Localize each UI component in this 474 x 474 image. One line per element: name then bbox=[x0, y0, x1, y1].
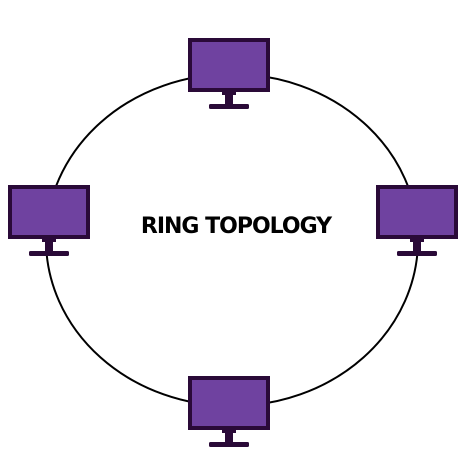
monitor-screen bbox=[192, 380, 266, 426]
ring-connection bbox=[45, 73, 419, 407]
monitor-stand-joint bbox=[42, 239, 56, 242]
network-nodes bbox=[8, 38, 458, 447]
monitor-icon-top bbox=[188, 38, 270, 109]
monitor-stand-base bbox=[209, 104, 249, 109]
monitor-stand-base bbox=[29, 251, 69, 256]
monitor-stand-base bbox=[397, 251, 437, 256]
monitor-stand-neck bbox=[225, 92, 233, 104]
monitor-stand-joint bbox=[222, 92, 236, 95]
monitor-stand-base bbox=[209, 442, 249, 447]
monitor-icon-left bbox=[8, 185, 90, 256]
monitor-screen bbox=[192, 42, 266, 88]
monitor-stand-neck bbox=[225, 430, 233, 442]
monitor-screen bbox=[12, 189, 86, 235]
monitor-stand-joint bbox=[410, 239, 424, 242]
monitor-icon-bottom bbox=[188, 376, 270, 447]
monitor-stand-neck bbox=[45, 239, 53, 251]
monitor-icon-right bbox=[376, 185, 458, 256]
diagram-title: RING TOPOLOGY bbox=[141, 214, 333, 239]
monitor-screen bbox=[380, 189, 454, 235]
monitor-stand-neck bbox=[413, 239, 421, 251]
monitor-stand-joint bbox=[222, 430, 236, 433]
